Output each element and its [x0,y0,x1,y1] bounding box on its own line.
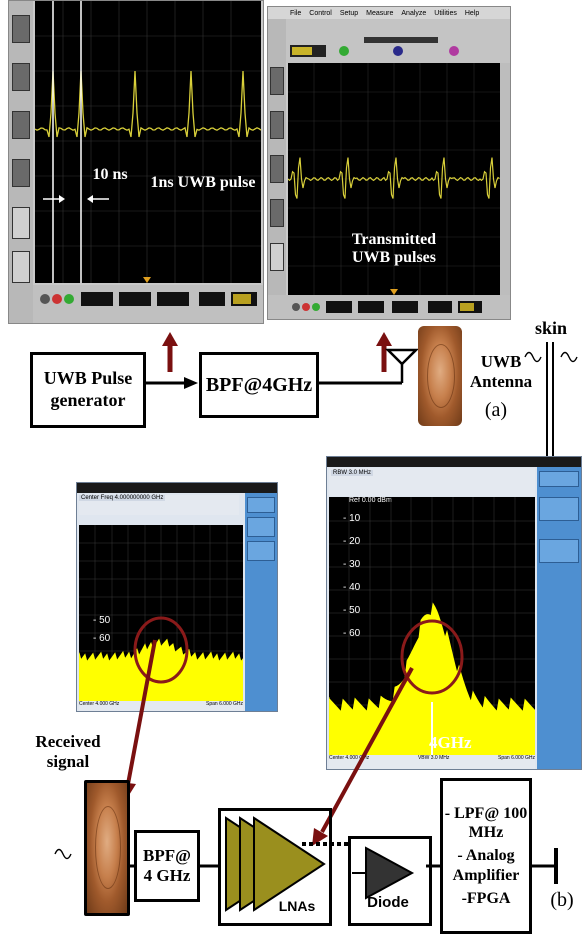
backend-amplifier: - Analog Amplifier [452,847,520,884]
spectrum-right-center: Center 4.000 GHz [329,755,370,761]
lna-label: LNAs [278,898,316,914]
spectrum-right-footer: Center 4.000 GHz VBW 3.0 MHz Span 6.000 … [329,755,535,769]
menu-file[interactable]: File [290,9,302,17]
scope-left-controls [33,285,263,323]
scope-left-waveform [35,1,261,283]
spectrum-right-trace [329,497,535,755]
tx-chain-connections [146,332,578,470]
spectrum-right-span: Span 6.000 GHz [498,755,535,761]
spectrum-right-ytick-50: - 50 [343,605,361,616]
scope-channel-button-1[interactable] [12,15,30,43]
menu-help[interactable]: Help [464,9,480,17]
scope-channel-button-3[interactable] [12,111,30,139]
uwb-pulse-generator-block: UWB Pulse generator [30,352,146,428]
spectrum-right-softkey-2[interactable] [539,497,579,521]
menu-measure[interactable]: Measure [366,9,394,17]
scope-right-toolbar [268,19,510,63]
scope-clear-button[interactable] [12,251,30,283]
scope-right-waveform [288,63,500,295]
transmitted-pulses-label: Transmitted UWB pulses [351,231,437,267]
scope-right-button-4[interactable] [270,199,284,227]
diode-label: Diode [367,894,409,911]
spectrum-right-vbw: VBW 3.0 MHz [417,755,450,761]
spectrum-left-plot: - 50 - 60 [79,525,243,701]
spectrum-right-ref-level: Ref 0.00 dBm [349,497,392,504]
tx-bpf-block: BPF@4GHz [199,352,319,418]
scope-right-button-5[interactable] [270,243,284,271]
uwb-antenna-label: UWB Antenna [469,352,533,392]
spectrum-left-softkeys [245,493,277,711]
spectrum-left-center: Center 4.000 GHz [79,701,120,707]
backend-fpga: -FPGA [461,889,511,907]
spectrum-left-span: Span 6.000 GHz [206,701,243,707]
spectrum-right-ytick-20: - 20 [343,536,361,547]
spectrum-right-softkey-3[interactable] [539,539,579,563]
spectrum-left-trace [79,525,243,701]
tx-antenna-image [418,326,462,426]
scope-right-button-3[interactable] [270,155,284,183]
scope-right-controls [268,295,510,319]
menu-analyze[interactable]: Analyze [401,9,427,17]
diode-block [348,836,432,926]
lna-block [218,808,332,926]
panel-b-tag: (b) [550,889,574,911]
menu-utilities[interactable]: Utilities [434,9,457,17]
spectrum-right-ytick-30: - 30 [343,559,361,570]
backend-block: - LPF@ 100 MHz - Analog Amplifier -FPGA [440,778,532,934]
menu-setup[interactable]: Setup [339,9,359,17]
spectrum-right-softkeys [537,467,581,769]
rx-bpf-block: BPF@ 4 GHz [134,830,200,902]
spectrum-left-info: Center Freq 4.000000000 GHz [79,495,239,515]
pulse-interval-label: 10 ns [92,166,128,183]
panel-a-tag: (a) [484,399,508,421]
spectrum-right-ytick-40: - 40 [343,582,361,593]
spectrum-right-header [327,457,581,467]
spectrum-left-softkey-2[interactable] [247,517,275,537]
scope-right-button-2[interactable] [270,111,284,139]
pulse-width-label: 1ns UWB pulse [150,174,256,191]
scope-right-menubar: File Control Setup Measure Analyze Utili… [268,7,510,19]
spectrum-left-softkey-1[interactable] [247,497,275,513]
menu-control[interactable]: Control [309,9,332,17]
spectrum-left-ytick-60: - 60 [93,633,111,644]
scope-more-button[interactable] [12,207,30,239]
spectrum-left-ytick-50: - 50 [93,615,111,626]
scope-right-button-1[interactable] [270,67,284,95]
spectrum-right-rbw: RBW 3.0 MHz [331,470,374,476]
received-signal-label: Received signal [35,732,101,772]
spectrum-right-plot: Ref 0.00 dBm - 10 - 20 - 30 - 40 - 50 - … [329,497,535,755]
spectrum-left-softkey-3[interactable] [247,541,275,561]
spectrum-right-ytick-10: - 10 [343,513,361,524]
spectrum-right-marker-label: 4GHz [429,733,472,752]
rx-antenna-image [84,780,130,916]
scope-right-screen: Transmitted UWB pulses [288,63,500,295]
spectrum-left-header [77,483,277,493]
backend-lpf: - LPF@ 100 MHz [444,805,528,842]
scope-right-right-panel [500,63,510,295]
spectrum-right-softkey-1[interactable] [539,471,579,487]
spectrum-right-ytick-60: - 60 [343,628,361,639]
oscilloscope-left: 10 ns 1ns UWB pulse [8,0,264,324]
oscilloscope-right: File Control Setup Measure Analyze Utili… [267,6,511,320]
spectrum-right-info: RBW 3.0 MHz [329,468,535,496]
skin-label: skin [534,318,568,338]
scope-left-screen: 10 ns 1ns UWB pulse [35,1,261,283]
spectrum-analyzer-left: Center Freq 4.000000000 GHz - 50 - 60 Ce… [76,482,278,712]
spectrum-left-center-freq: Center Freq 4.000000000 GHz [79,495,166,501]
scope-channel-button-2[interactable] [12,63,30,91]
scope-channel-button-4[interactable] [12,159,30,187]
spectrum-analyzer-right: RBW 3.0 MHz Ref 0.00 dBm - 10 - 20 - 30 … [326,456,582,770]
spectrum-left-footer: Center 4.000 GHz Span 6.000 GHz [79,701,243,711]
